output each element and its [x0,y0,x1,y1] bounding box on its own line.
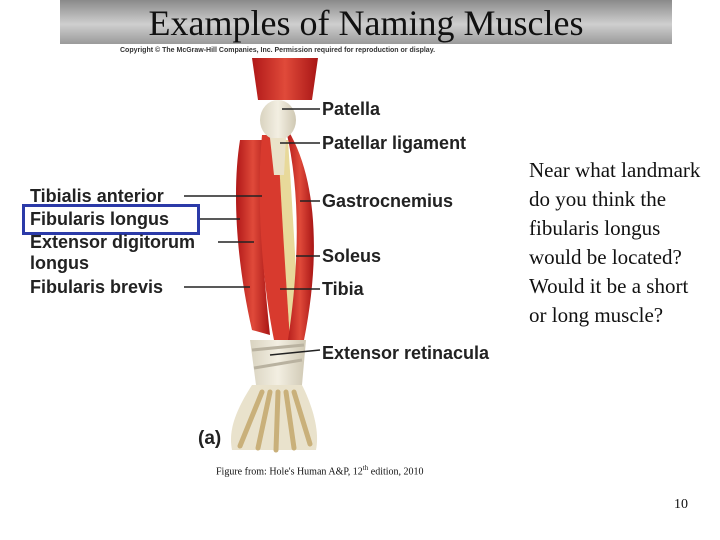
label-patellar-ligament: Patellar ligament [322,133,467,153]
medial-muscles [286,130,314,340]
thigh-muscle [252,58,318,100]
copyright-notice: Copyright © The McGraw-Hill Companies, I… [120,47,436,54]
label-tibialis-anterior: Tibialis anterior [30,186,164,206]
panel-label: (a) [198,428,222,449]
patellar-ligament [270,138,286,175]
slide-title: Examples of Naming Muscles [148,3,584,43]
question-text: Near what landmark do you think the fibu… [529,158,701,327]
label-patella: Patella [322,99,381,119]
patella-bone [260,100,296,140]
label-gastrocnemius: Gastrocnemius [322,191,454,211]
page-number: 10 [674,497,688,512]
fibularis-longus-highlight-box [22,204,200,235]
title-bar: Examples of Naming Muscles [60,0,672,44]
label-extensor-digitorum: Extensor digitorum [30,232,196,252]
figure-credit: Figure from: Hole's Human A&P, 12th edit… [216,464,424,478]
label-extensor-digitorum-longus: longus [30,253,89,273]
label-extensor-retinacula: Extensor retinacula [322,343,490,363]
label-soleus: Soleus [322,246,382,266]
label-fibularis-longus: Fibularis longus [30,209,170,229]
label-tibia: Tibia [322,279,364,299]
label-fibularis-brevis: Fibularis brevis [30,277,164,297]
